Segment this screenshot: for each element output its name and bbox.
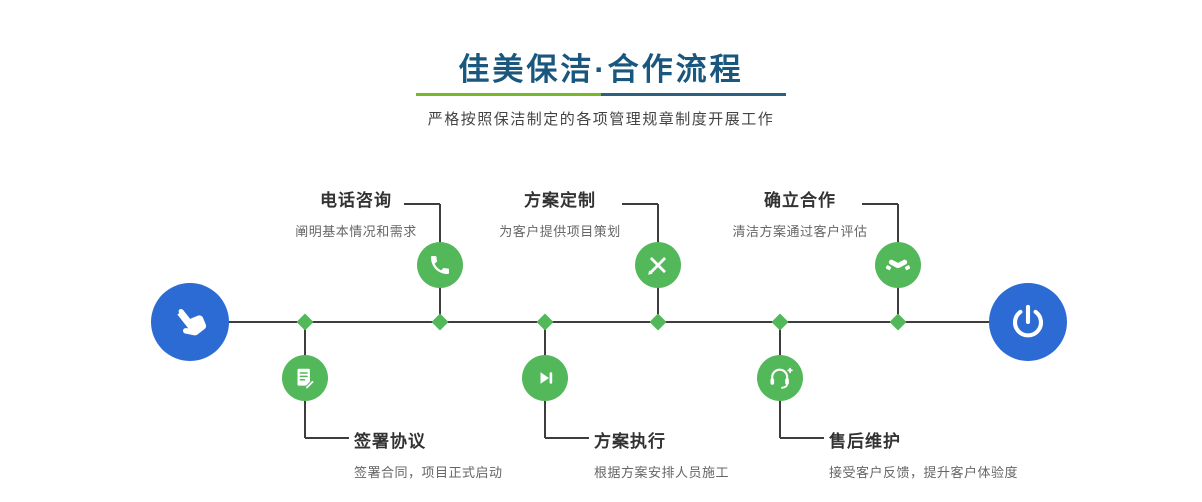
timeline-diamond [536, 313, 554, 331]
play-icon [533, 366, 557, 390]
connector-line [404, 203, 440, 205]
step-sign-agreement: 签署协议 签署合同，项目正式启动 [354, 427, 503, 481]
step-desc: 阐明基本情况和需求 [295, 224, 417, 239]
node-plan-execution [522, 355, 568, 401]
page-title: 佳美保洁·合作流程 [458, 52, 744, 87]
node-after-sales-maintenance [757, 355, 803, 401]
node-plan-customization [635, 242, 681, 288]
step-desc: 根据方案安排人员施工 [594, 465, 730, 480]
step-title: 确立合作 [764, 191, 836, 210]
timeline-diamond [649, 313, 667, 331]
step-title: 方案执行 [594, 432, 666, 451]
timeline-start-node [151, 283, 229, 361]
design-tools-icon [646, 253, 670, 277]
step-desc: 接受客户反馈，提升客户体验度 [829, 465, 1019, 480]
timeline-diamond [431, 313, 449, 331]
page-subtitle: 严格按照保洁制定的各项管理规章制度开展工作 [427, 111, 775, 128]
hand-pointer-icon [170, 302, 210, 342]
step-plan-customization: 方案定制 为客户提供项目策划 [455, 186, 665, 240]
step-title: 售后维护 [829, 432, 901, 451]
step-title: 签署协议 [354, 432, 426, 451]
title-divider [416, 93, 786, 96]
timeline-line [190, 321, 1030, 323]
connector-line [545, 437, 589, 439]
timeline-diamond [296, 313, 314, 331]
timeline-diamond [771, 313, 789, 331]
connector-line [622, 203, 658, 205]
step-title: 电话咨询 [320, 191, 392, 210]
step-desc: 为客户提供项目策划 [499, 224, 621, 239]
step-establish-cooperation: 确立合作 清洁方案通过客户评估 [695, 186, 905, 240]
timeline-end-node [989, 283, 1067, 361]
power-icon [1009, 303, 1047, 341]
contract-icon [293, 366, 317, 390]
connector-line [305, 437, 349, 439]
node-sign-agreement [282, 355, 328, 401]
step-desc: 清洁方案通过客户评估 [732, 224, 868, 239]
step-phone-consultation: 电话咨询 阐明基本情况和需求 [251, 186, 461, 240]
node-establish-cooperation [875, 242, 921, 288]
phone-icon [428, 253, 452, 277]
connector-line [780, 437, 824, 439]
handshake-icon [885, 252, 911, 278]
step-title: 方案定制 [524, 191, 596, 210]
step-plan-execution: 方案执行 根据方案安排人员施工 [594, 427, 729, 481]
step-desc: 签署合同，项目正式启动 [354, 465, 503, 480]
step-after-sales-maintenance: 售后维护 接受客户反馈，提升客户体验度 [829, 427, 1018, 481]
node-phone-consultation [417, 242, 463, 288]
timeline-diamond [889, 313, 907, 331]
connector-line [862, 203, 898, 205]
headset-icon [767, 365, 793, 391]
